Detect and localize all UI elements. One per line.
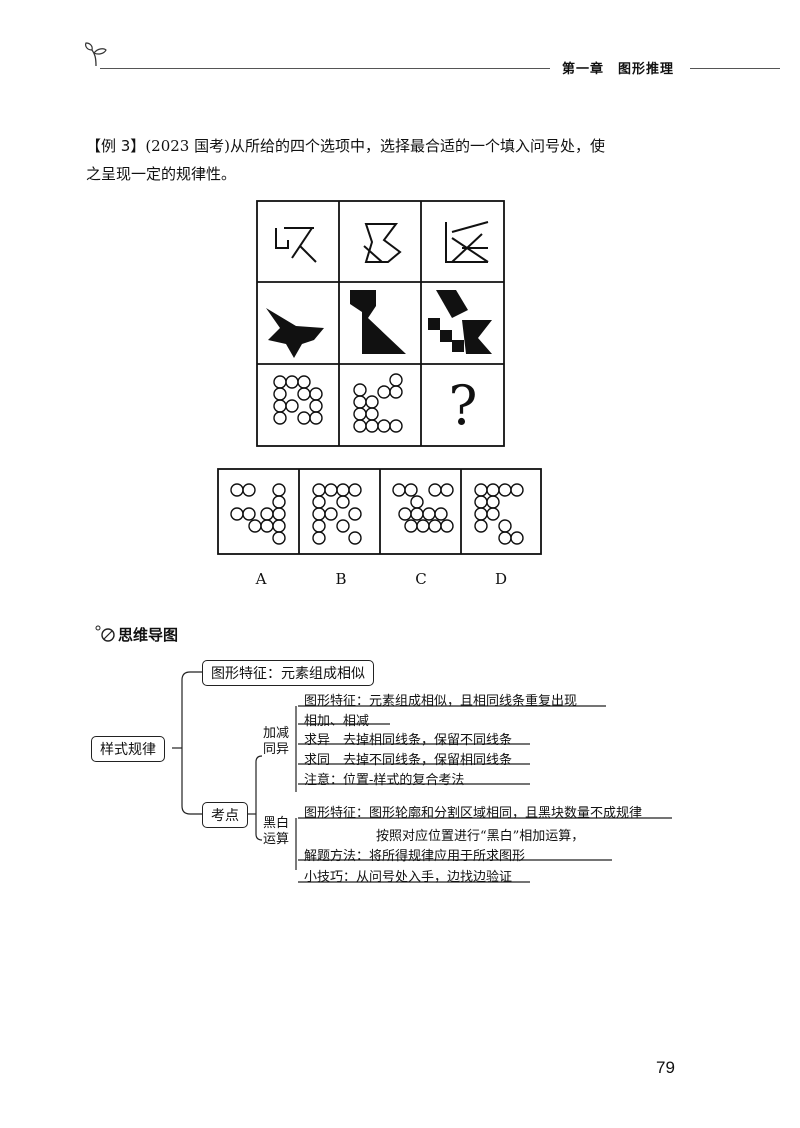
question-source: (2023 国考)	[145, 137, 230, 155]
black-white-item-2: 按照对应位置进行“黑白”相加运算，	[376, 829, 585, 844]
option-figure-a	[230, 483, 286, 545]
page-number: 79	[656, 1058, 675, 1077]
options-row	[217, 468, 542, 555]
black-shape-1	[266, 308, 324, 358]
add-sub-item-3: 求异 去掉相同线条，保留不同线条	[304, 733, 513, 748]
add-sub-item-5: 注意：位置-样式的复合考法	[304, 773, 465, 788]
option-label-d[interactable]: D	[494, 570, 508, 588]
branch-exam-points: 考点	[202, 802, 248, 828]
black-white-item-1: 图形特征：图形轮廓和分割区域相同，且黑块数量不成规律	[304, 806, 643, 821]
mindmap-root: 样式规律	[91, 736, 165, 762]
circle-figure-2	[353, 373, 403, 433]
header-rule-left	[100, 68, 550, 69]
option-figure-c	[392, 483, 454, 533]
line-figure-2	[363, 223, 402, 263]
question-paragraph: 【例 3】(2023 国考)从所给的四个选项中，选择最合适的一个填入问号处，使 …	[86, 132, 696, 188]
mindmap-title: 思维导图	[118, 626, 179, 644]
group-add-sub-label: 加减同异	[263, 726, 290, 757]
mindmap-connectors	[172, 671, 672, 883]
header-rule-right	[690, 68, 780, 69]
circle-figure-1	[273, 375, 323, 425]
black-white-item-4: 小技巧：从问号处入手，边找边验证	[304, 870, 513, 885]
question-text-2: 之呈现一定的规律性。	[86, 165, 237, 183]
branch-feature: 图形特征：元素组成相似	[202, 660, 374, 686]
black-white-item-3: 解题方法：将所得规律应用于所求图形	[304, 849, 526, 864]
black-shape-2	[350, 290, 406, 354]
option-label-a[interactable]: A	[255, 570, 267, 588]
group-black-white-label: 黑白运算	[263, 816, 290, 847]
mindmap-icon	[95, 625, 115, 642]
example-tag: 【例 3】	[86, 137, 146, 155]
question-mark: ?	[449, 374, 478, 437]
black-shape-3	[428, 290, 492, 354]
line-figure-3	[445, 221, 489, 263]
option-label-b[interactable]: B	[335, 570, 347, 588]
line-figure-1	[275, 227, 317, 263]
add-sub-item-1: 图形特征：元素组成相似，且相同线条重复出现	[304, 694, 578, 709]
add-sub-item-2: 相加、相减	[304, 714, 370, 729]
option-label-c[interactable]: C	[415, 570, 427, 588]
option-figure-d	[474, 483, 524, 545]
puzzle-grid: ?	[256, 200, 505, 447]
question-text-1: 从所给的四个选项中，选择最合适的一个填入问号处，使	[229, 137, 605, 155]
option-figure-b	[312, 483, 362, 545]
chapter-title: 第一章 图形推理	[556, 58, 681, 77]
sprout-icon	[85, 42, 107, 67]
add-sub-item-4: 求同 去掉不同线条，保留相同线条	[304, 753, 513, 768]
